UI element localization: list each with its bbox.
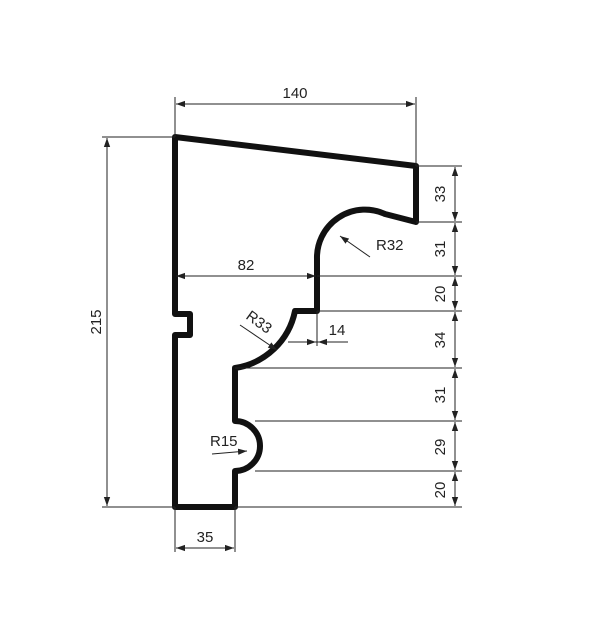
dim-h6: 29 — [432, 439, 449, 456]
dim-inner-width: 82 — [238, 257, 255, 274]
dim-step: 14 — [329, 322, 346, 339]
extension-lines — [102, 97, 462, 552]
dim-h1: 33 — [432, 186, 449, 203]
dim-h4: 34 — [432, 332, 449, 349]
dim-bottom-width: 35 — [197, 529, 214, 546]
radius-r32-leader — [339, 235, 371, 258]
dim-top-width: 140 — [282, 85, 307, 102]
radius-r33: R33 — [243, 307, 275, 337]
dim-h5: 31 — [432, 387, 449, 404]
radius-r33-leader — [239, 324, 278, 351]
radius-r15-leader — [211, 448, 248, 455]
dim-h7: 20 — [432, 482, 449, 499]
radius-r15: R15 — [210, 433, 238, 450]
dim-total-height: 215 — [88, 309, 105, 334]
profile-outline — [172, 134, 419, 510]
radius-r32: R32 — [376, 237, 404, 254]
dim-h3: 20 — [432, 286, 449, 303]
dim-h2: 31 — [432, 241, 449, 258]
